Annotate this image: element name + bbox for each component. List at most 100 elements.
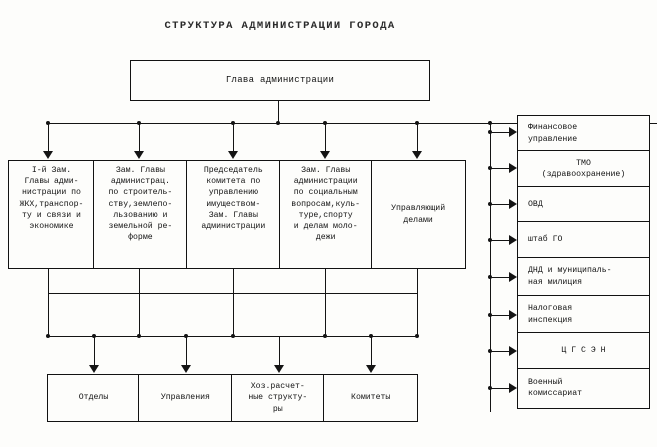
bus-junction-dot (275, 120, 281, 126)
connector-right-2 (490, 168, 510, 169)
connector-bus-to-bottom-3 (279, 336, 280, 365)
connector-stub-to-bottom-bus (325, 293, 326, 336)
connector-deputy-5-down (417, 269, 418, 293)
node-right-4-label: штаб ГО (528, 235, 563, 245)
node-deputy-1: I-й Зам. Главы адми- нистрации по ЖКХ,тр… (8, 160, 95, 269)
arrowhead-down (320, 151, 330, 159)
right-bus-dot (487, 201, 493, 207)
node-right-8-label: Военный комиссариат (528, 378, 583, 399)
connector-right-4 (490, 240, 510, 241)
arrowhead-down (181, 365, 191, 373)
node-right-8: Военный комиссариат (517, 367, 650, 409)
bus-junction-dot (322, 120, 328, 126)
bus-deputies-horizontal (48, 123, 657, 124)
node-bottom-2: Управления (138, 374, 233, 422)
arrowhead-right (509, 383, 517, 393)
node-right-7-label: Ц Г С Э Н (561, 346, 606, 356)
connector-bus-to-deputy-2 (139, 123, 140, 151)
arrowhead-down (43, 151, 53, 159)
connector-bus-to-deputy-3 (233, 123, 234, 151)
bus-bottom-dot (91, 333, 97, 339)
right-bus-dot (487, 312, 493, 318)
connector-bus-to-bottom-2 (186, 336, 187, 365)
node-deputy-2-label: Зам. Главы администрац. по строитель- ст… (108, 166, 173, 243)
connector-deputy-2-down (139, 269, 140, 293)
node-bottom-4: Комитеты (323, 374, 419, 422)
connector-stub-to-bottom-bus (417, 293, 418, 336)
node-right-1-label: Финансовое управление (528, 123, 578, 144)
arrowhead-down (366, 365, 376, 373)
node-right-4: штаб ГО (517, 221, 650, 259)
bus-bottom-dot (45, 333, 51, 339)
bus-bottom-dot (136, 333, 142, 339)
arrowhead-right (509, 310, 517, 320)
bus-right-vertical (490, 121, 491, 412)
bus-junction-dot (45, 120, 51, 126)
bus-junction-dot (136, 120, 142, 126)
right-bus-dot (487, 274, 493, 280)
bus-bottom-dot (230, 333, 236, 339)
diagram-title: СТРУКТУРА АДМИНИСТРАЦИИ ГОРОДА (164, 20, 396, 32)
node-deputy-2: Зам. Главы администрац. по строитель- ст… (93, 160, 188, 269)
bus-junction-dot (487, 120, 493, 126)
connector-deputy-1-down (48, 269, 49, 293)
arrowhead-right (509, 199, 517, 209)
connector-right-1 (490, 132, 510, 133)
bus-junction-dot (414, 120, 420, 126)
connector-deputy-4-down (325, 269, 326, 293)
node-head-of-administration: Глава администрации (130, 60, 430, 101)
arrowhead-right (509, 127, 517, 137)
node-bottom-4-label: Комитеты (351, 393, 391, 403)
connector-stub-to-bottom-bus (139, 293, 140, 336)
node-right-7: Ц Г С Э Н (517, 332, 650, 370)
connector-deputy-3-down (233, 269, 234, 293)
arrowhead-down (89, 365, 99, 373)
connector-bus-to-bottom-1 (94, 336, 95, 365)
node-right-1: Финансовое управление (517, 115, 650, 152)
node-bottom-3-label: Хоз.расчет- ные структу- ры (248, 382, 308, 414)
connector-head-to-bus (278, 101, 279, 123)
node-right-3-label: ОВД (528, 199, 543, 209)
connector-bus-to-bottom-4 (371, 336, 372, 365)
arrowhead-right (509, 272, 517, 282)
bus-bottom-dot (183, 333, 189, 339)
connector-right-5 (490, 277, 510, 278)
right-bus-dot (487, 237, 493, 243)
connector-right-3 (490, 204, 510, 205)
node-bottom-3: Хоз.расчет- ные структу- ры (230, 374, 325, 422)
bus-mid-rail (48, 293, 418, 294)
arrowhead-right (509, 235, 517, 245)
connector-bus-to-deputy-5 (417, 123, 418, 151)
arrowhead-down (274, 365, 284, 373)
node-bottom-1-label: Отделы (78, 393, 109, 403)
right-bus-dot (487, 348, 493, 354)
node-right-2: ТМО (здравоохранение) (517, 150, 650, 188)
bus-bottom-dot (322, 333, 328, 339)
node-deputy-3: Председатель комитета по управлению имущ… (185, 160, 281, 269)
node-deputy-3-label: Председатель комитета по управлению имущ… (201, 166, 266, 232)
node-right-5-label: ДНД и муниципаль- ная милиция (528, 266, 612, 287)
node-right-6-label: Налоговая инспекция (528, 304, 573, 325)
node-deputy-1-label: I-й Зам. Главы адми- нистрации по ЖКХ,тр… (19, 166, 84, 232)
arrowhead-down (412, 151, 422, 159)
node-bottom-1: Отделы (47, 374, 140, 422)
right-bus-dot (487, 165, 493, 171)
connector-right-7 (490, 351, 510, 352)
connector-bus-to-deputy-4 (325, 123, 326, 151)
node-right-6: Налоговая инспекция (517, 295, 650, 334)
right-bus-dot (487, 129, 493, 135)
node-deputy-5-label: Управляющий делами (391, 204, 446, 225)
arrowhead-down (228, 151, 238, 159)
node-right-5: ДНД и муниципаль- ная милиция (517, 256, 650, 297)
node-right-2-label: ТМО (здравоохранение) (541, 158, 626, 179)
connector-stub-to-bottom-bus (233, 293, 234, 336)
right-bus-dot (487, 385, 493, 391)
bus-junction-dot (230, 120, 236, 126)
arrowhead-right (509, 346, 517, 356)
connector-bus-to-deputy-1 (48, 123, 49, 151)
connector-right-6 (490, 315, 510, 316)
node-head-of-administration-label: Глава администрации (225, 74, 335, 85)
bus-bottom-dot (414, 333, 420, 339)
connector-stub-to-bottom-bus (48, 293, 49, 336)
